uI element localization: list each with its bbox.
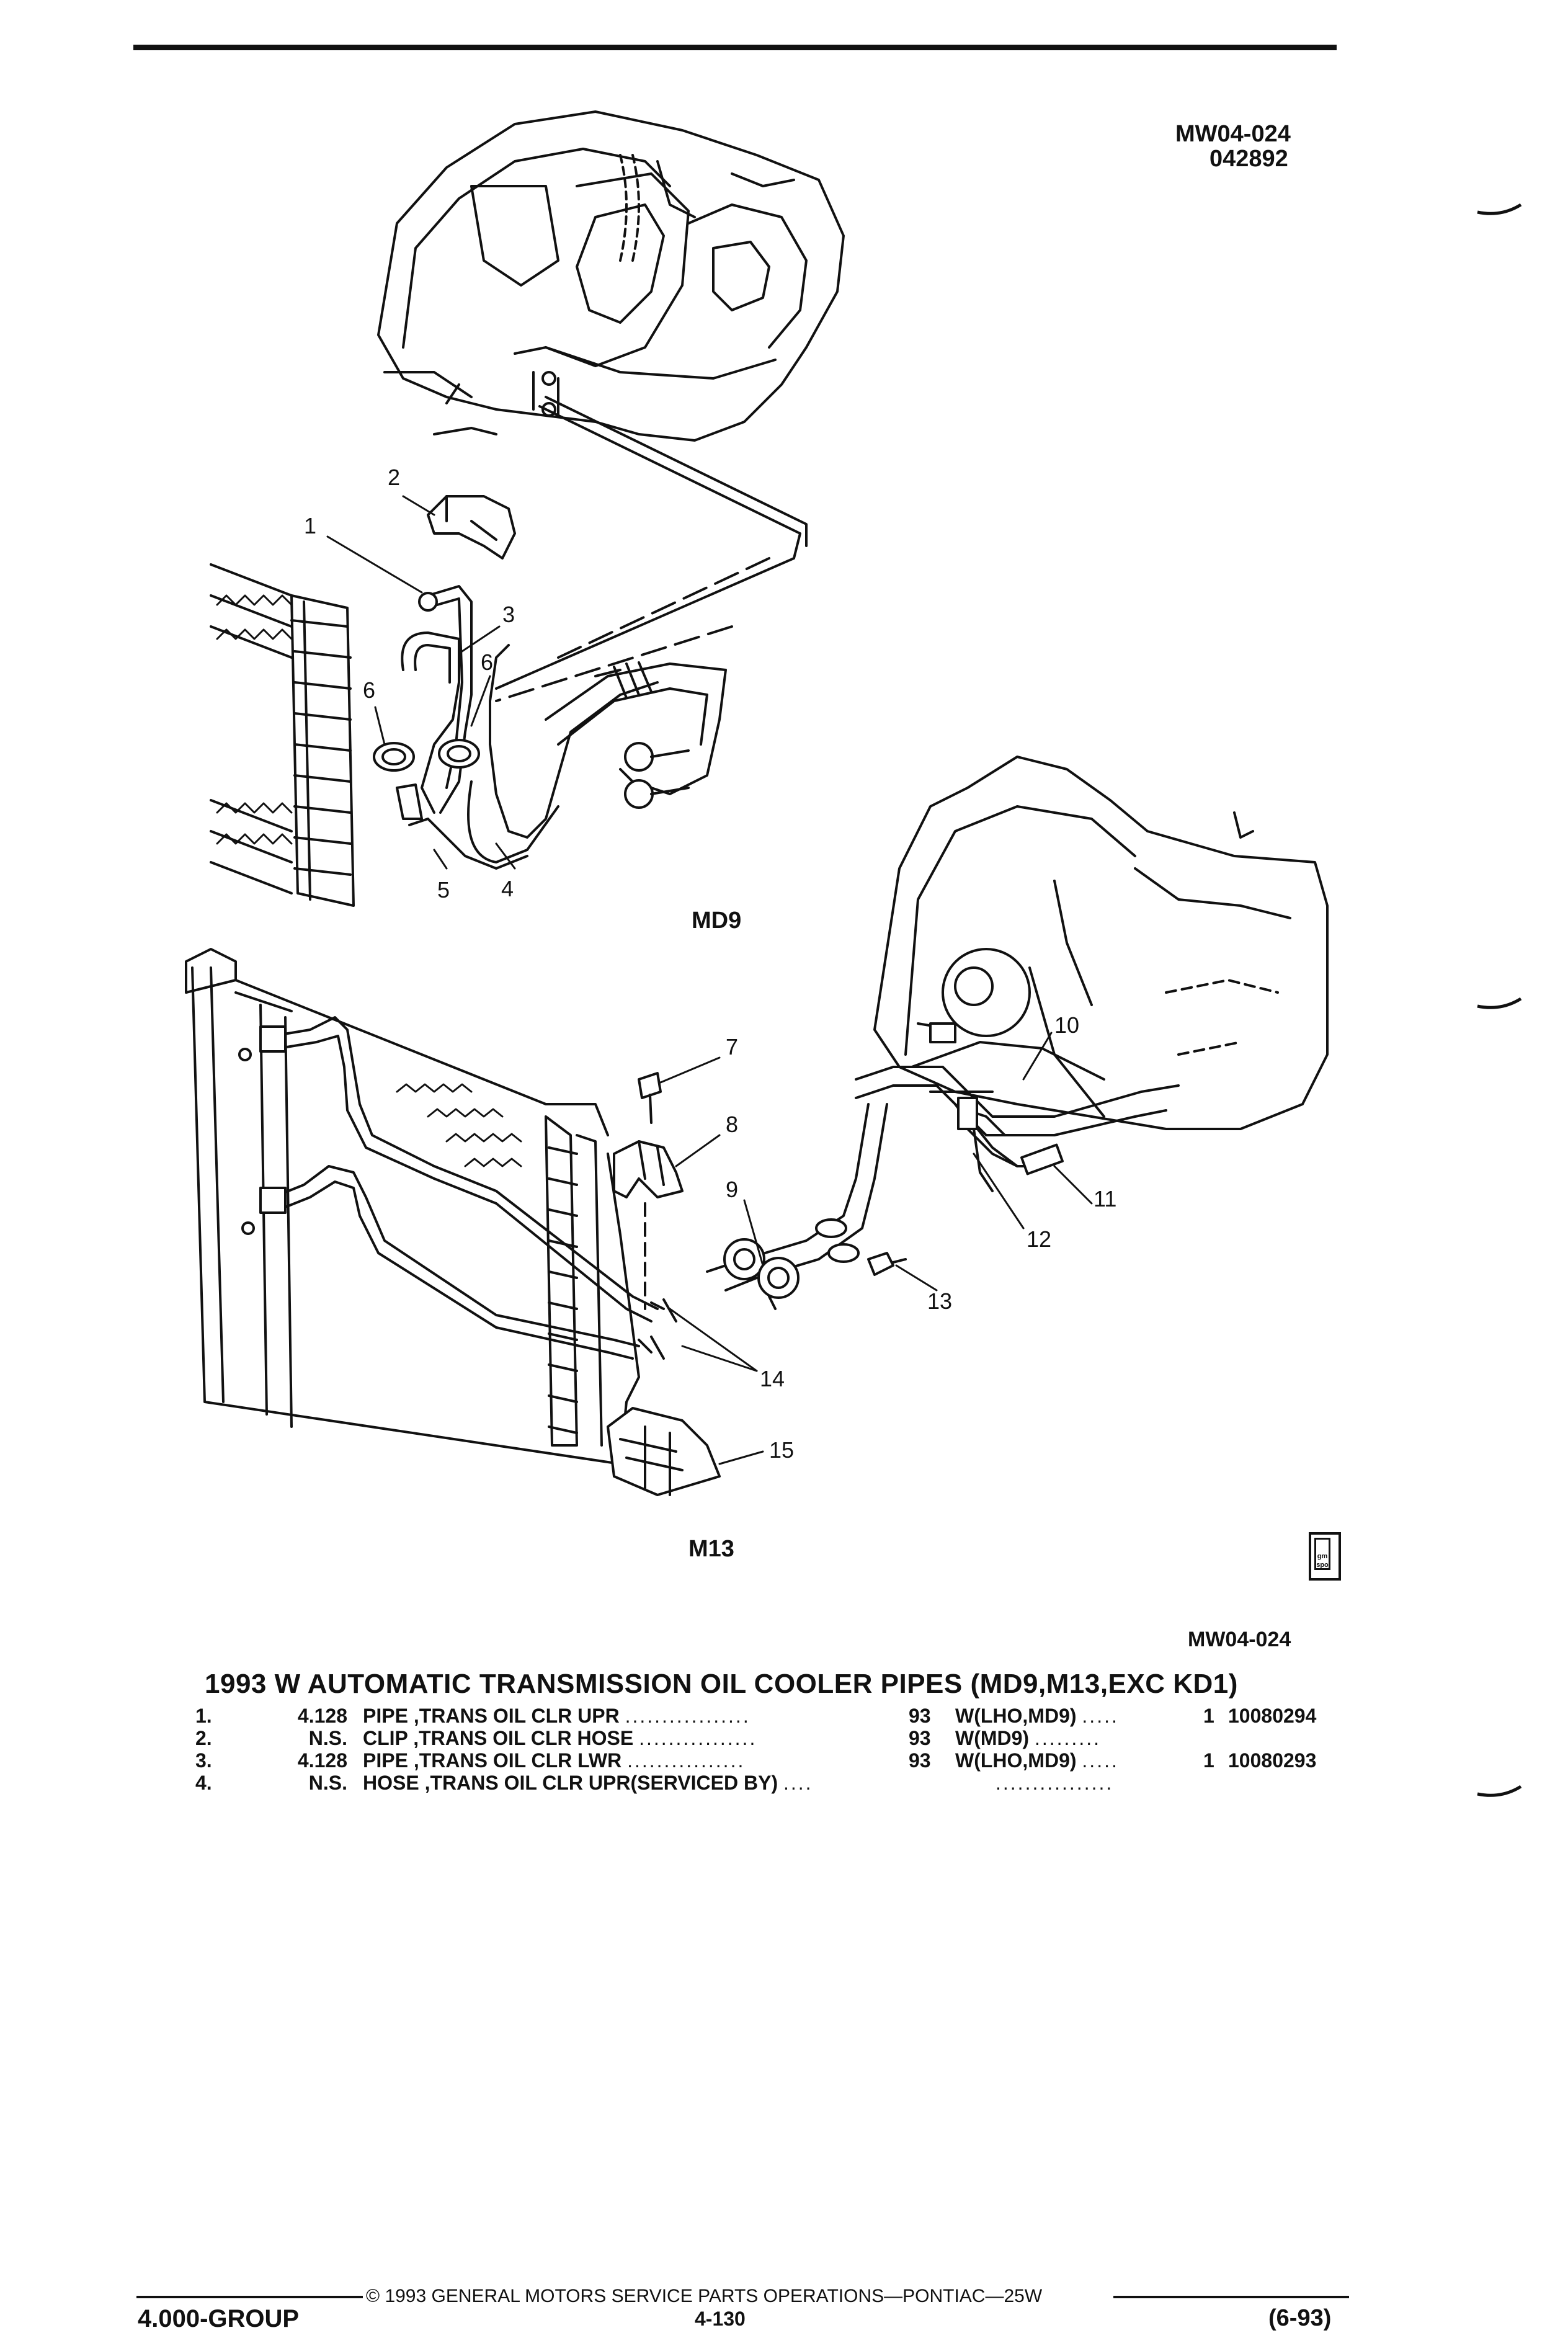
upper-cooler-pipes xyxy=(401,585,727,870)
group-number: 4.128 xyxy=(297,1705,347,1727)
clamps-part-9 xyxy=(723,1238,800,1310)
callout-numbers: 1 2 3 4 5 6 6 7 8 9 10 11 12 13 14 15 xyxy=(304,465,1116,1463)
clip-part-2 xyxy=(427,495,516,560)
part-description: PIPE ,TRANS OIL CLR UPR ................… xyxy=(363,1705,751,1728)
parts-row: 4. N.S. HOSE ,TRANS OIL CLR UPR(SERVICED… xyxy=(195,1772,1361,1794)
quantity: 1 xyxy=(1203,1705,1214,1727)
callout-3: 3 xyxy=(502,602,515,627)
callout-8: 8 xyxy=(726,1112,738,1137)
callout-9: 9 xyxy=(726,1177,738,1202)
callout-4: 4 xyxy=(501,876,514,901)
callout-12: 12 xyxy=(1027,1226,1051,1252)
callout-13: 13 xyxy=(927,1288,952,1314)
callout-1: 1 xyxy=(304,513,316,538)
part-description: CLIP ,TRANS OIL CLR HOSE ...............… xyxy=(363,1727,757,1750)
model-application-text: W(LHO,MD9) xyxy=(955,1749,1077,1772)
model-application: W(LHO,MD9) ..... xyxy=(955,1749,1119,1772)
parts-list: 1. 4.128 PIPE ,TRANS OIL CLR UPR .......… xyxy=(195,1705,1361,1794)
exploded-view-diagram: 1 2 3 4 5 6 6 7 8 9 10 11 12 13 14 15 xyxy=(185,110,1329,1496)
model-year: 93 xyxy=(909,1727,931,1749)
leader-dots: ......... xyxy=(1034,1727,1101,1749)
callout-10: 10 xyxy=(1054,1012,1079,1038)
item-number: 1. xyxy=(195,1705,212,1727)
leader-dots: ..... xyxy=(1082,1705,1119,1727)
bolt-part-7 xyxy=(638,1072,662,1124)
variant-label-m13: M13 xyxy=(688,1536,734,1562)
leader-dots: ................ xyxy=(996,1772,1114,1794)
copyright-notice: © 1993 GENERAL MOTORS SERVICE PARTS OPER… xyxy=(366,2286,1043,2306)
model-application-text: W(MD9) xyxy=(955,1727,1030,1749)
callout-14: 14 xyxy=(760,1366,785,1391)
leader-dots: ................. xyxy=(625,1705,751,1727)
hose-clamps-6 xyxy=(373,739,480,820)
part-description-text: PIPE ,TRANS OIL CLR LWR xyxy=(363,1749,622,1772)
part-description: HOSE ,TRANS OIL CLR UPR(SERVICED BY) ...… xyxy=(363,1772,813,1795)
gm-spo-logo: gm spo xyxy=(1309,1532,1341,1581)
part-description-text: CLIP ,TRANS OIL CLR HOSE xyxy=(363,1727,634,1749)
model-year: 93 xyxy=(909,1705,931,1727)
leader-dots: ................ xyxy=(627,1749,746,1772)
leader-dots: ................ xyxy=(639,1727,757,1749)
model-application: W(LHO,MD9) ..... xyxy=(955,1705,1119,1728)
leader-dots: ..... xyxy=(1082,1749,1119,1772)
parts-row: 3. 4.128 PIPE ,TRANS OIL CLR LWR .......… xyxy=(195,1749,1361,1772)
bracket-part-15 xyxy=(607,1407,721,1496)
bracket-part-8 xyxy=(613,1140,684,1310)
binding-mark xyxy=(1477,203,1522,215)
variant-label-md9: MD9 xyxy=(692,908,742,934)
callout-15: 15 xyxy=(769,1437,794,1463)
part-description: PIPE ,TRANS OIL CLR LWR ................ xyxy=(363,1749,745,1772)
part-number: 10080294 xyxy=(1228,1705,1317,1727)
page-number: 4-130 xyxy=(695,2308,746,2330)
callout-5: 5 xyxy=(437,877,450,903)
lower-transmission-drawing xyxy=(873,756,1329,1167)
parts-row: 2. N.S. CLIP ,TRANS OIL CLR HOSE .......… xyxy=(195,1727,1361,1749)
binding-mark xyxy=(1477,1785,1522,1797)
lower-cooler-pipes xyxy=(259,1016,677,1360)
item-number: 3. xyxy=(195,1749,212,1772)
group-label: 4.000-GROUP xyxy=(138,2305,300,2332)
footer-rule-right xyxy=(1113,2296,1349,2298)
leader-dots: .... xyxy=(783,1772,813,1794)
callout-7: 7 xyxy=(726,1034,738,1059)
footer-rule-left xyxy=(136,2296,363,2298)
part-description-text: HOSE ,TRANS OIL CLR UPR(SERVICED BY) xyxy=(363,1772,778,1794)
figure-code: MW04-024 xyxy=(1188,1628,1291,1651)
callout-11: 11 xyxy=(1094,1186,1116,1211)
illustration-date: 042892 xyxy=(1209,146,1288,172)
parts-row: 1. 4.128 PIPE ,TRANS OIL CLR UPR .......… xyxy=(195,1705,1361,1727)
upper-radiator-drawing xyxy=(210,563,355,907)
item-number: 4. xyxy=(195,1772,212,1794)
model-application-text: W(LHO,MD9) xyxy=(955,1705,1077,1727)
leader-lines xyxy=(326,495,1093,1465)
callout-2: 2 xyxy=(388,465,400,490)
quantity: 1 xyxy=(1203,1749,1214,1772)
part-description-text: PIPE ,TRANS OIL CLR UPR xyxy=(363,1705,620,1727)
illustration-code: MW04-024 xyxy=(1175,121,1291,147)
header-rule xyxy=(133,45,1337,50)
part-number: 10080293 xyxy=(1228,1749,1317,1772)
lower-transmission-pipes xyxy=(706,1066,1180,1291)
group-number: N.S. xyxy=(308,1727,347,1749)
section-title: 1993 W AUTOMATIC TRANSMISSION OIL COOLER… xyxy=(205,1669,1238,1699)
binding-mark xyxy=(1477,997,1522,1009)
bolt-part-13 xyxy=(867,1252,907,1276)
model-year: 93 xyxy=(909,1749,931,1772)
callout-6a: 6 xyxy=(363,677,375,703)
model-application: ................ xyxy=(996,1772,1113,1795)
group-number: 4.128 xyxy=(297,1749,347,1772)
group-number: N.S. xyxy=(308,1772,347,1794)
upper-transmission-drawing xyxy=(377,110,845,442)
gm-spo-logo-text: gm spo xyxy=(1314,1538,1330,1570)
lower-radiator-drawing xyxy=(185,948,640,1465)
callout-6b: 6 xyxy=(481,649,493,675)
model-application: W(MD9) ......... xyxy=(955,1727,1101,1750)
item-number: 2. xyxy=(195,1727,212,1749)
revision-date: (6-93) xyxy=(1268,2305,1332,2331)
